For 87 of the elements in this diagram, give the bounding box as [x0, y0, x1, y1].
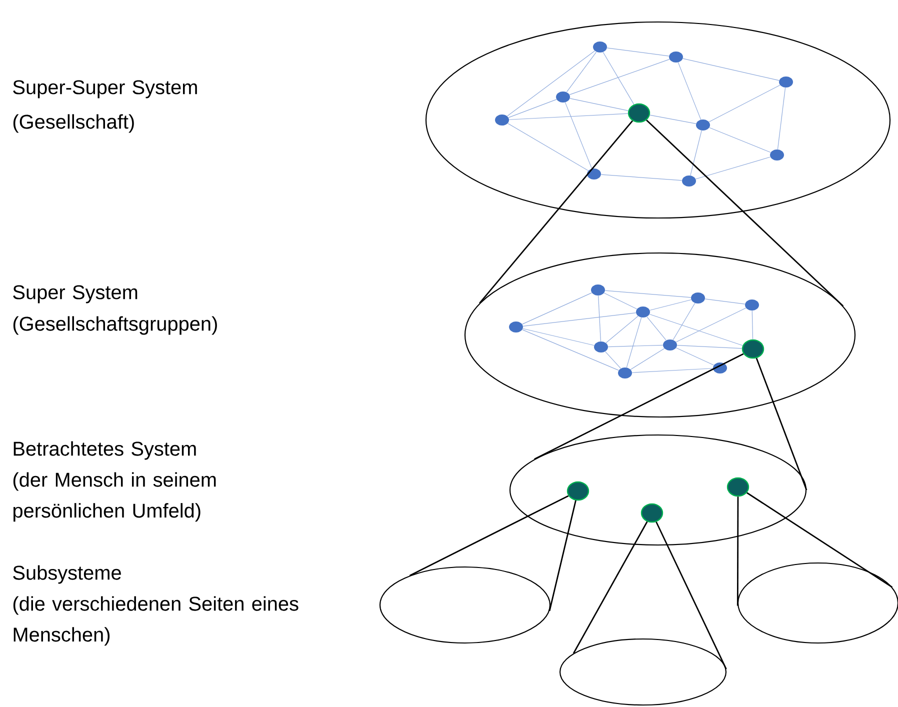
projection-line — [746, 492, 893, 588]
connection-line — [630, 348, 665, 370]
network-node — [745, 300, 759, 310]
connection-line — [626, 317, 642, 368]
level-title: Super-Super System — [13, 80, 197, 98]
connection-line — [564, 102, 592, 169]
connection-line — [602, 52, 634, 105]
network-node — [587, 168, 601, 180]
connection-line — [570, 98, 629, 112]
level-description: (die verschiedenen Seiten eines Menschen) — [13, 596, 298, 646]
level-description: (Gesellschaft) — [13, 114, 134, 133]
network-node — [593, 42, 607, 52]
network-node — [691, 292, 705, 304]
connection-line — [690, 130, 702, 176]
system-ellipse — [464, 252, 856, 418]
network-node — [770, 150, 784, 160]
projection-line — [534, 353, 744, 460]
connection-line — [678, 62, 702, 120]
connection-line — [650, 299, 692, 311]
system-ellipse — [379, 566, 551, 644]
connection-line — [752, 310, 754, 340]
connection-line — [682, 58, 780, 81]
connection-line — [695, 156, 771, 180]
connection-line — [522, 312, 636, 326]
connection-line — [606, 316, 638, 344]
connection-line — [604, 351, 622, 369]
connection-line — [600, 174, 682, 181]
connection-line — [708, 84, 780, 122]
network-node — [618, 368, 632, 378]
projection-line — [756, 358, 808, 490]
projection-line — [409, 495, 569, 576]
network-node — [669, 52, 683, 62]
projection-line — [548, 500, 576, 612]
network-node — [696, 120, 710, 130]
system-ellipse — [425, 21, 891, 219]
connection-line — [606, 48, 670, 56]
connection-line — [676, 308, 746, 342]
network-node — [594, 342, 608, 352]
connection-line — [522, 328, 594, 346]
connection-line — [676, 345, 742, 349]
highlighted-node — [640, 503, 664, 523]
projection-line — [736, 496, 739, 606]
projection-line — [479, 120, 634, 304]
network-node — [636, 306, 650, 318]
highlighted-node — [726, 477, 750, 497]
connection-line — [650, 114, 696, 124]
projection-line — [572, 521, 648, 654]
level-title: Super System — [13, 285, 138, 304]
highlighted-node — [566, 481, 590, 501]
connection-line — [604, 292, 638, 310]
connection-line — [777, 87, 786, 150]
level-title: Betrachtetes System — [14, 441, 196, 460]
connection-line — [646, 316, 666, 340]
connection-line — [508, 113, 628, 120]
system-ellipse — [559, 638, 727, 706]
highlighted-node — [628, 103, 650, 123]
network-node — [663, 340, 677, 350]
connection-line — [508, 99, 557, 118]
highlighted-node — [742, 339, 764, 359]
connection-line — [522, 329, 619, 371]
connection-line — [632, 368, 714, 373]
connection-line — [566, 52, 597, 92]
connection-line — [608, 344, 664, 348]
level-description: (Gesellschaftsgruppen) — [13, 316, 217, 335]
network-node — [713, 362, 727, 374]
network-node — [509, 322, 523, 332]
connection-line — [506, 50, 596, 116]
projection-line — [646, 120, 844, 306]
network-node — [495, 114, 509, 126]
connection-line — [649, 314, 743, 346]
network-node — [556, 92, 570, 102]
network-node — [682, 176, 696, 186]
connection-line — [598, 295, 601, 342]
connection-line — [676, 348, 714, 366]
connection-line — [522, 292, 592, 324]
projection-line — [656, 522, 727, 670]
level-description: (der Mensch in seinem persönlichen Umfeld) — [13, 472, 216, 522]
connection-line — [508, 123, 589, 171]
network-node — [591, 284, 605, 296]
connection-line — [704, 298, 746, 304]
connection-line — [709, 127, 771, 153]
connection-line — [569, 59, 670, 95]
level-title: Subsysteme — [13, 565, 121, 584]
system-ellipse — [509, 434, 807, 546]
network-node — [779, 76, 793, 88]
connection-line — [604, 290, 692, 298]
connection-line — [672, 302, 696, 340]
